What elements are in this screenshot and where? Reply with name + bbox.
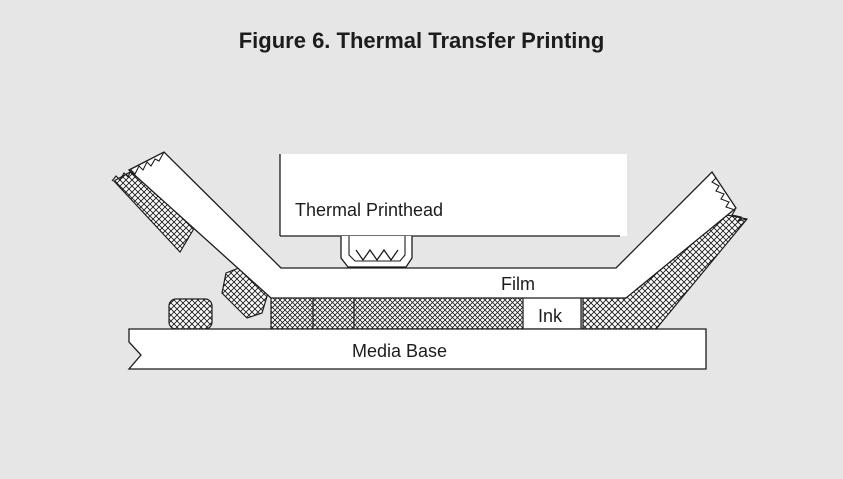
figure-title: Figure 6. Thermal Transfer Printing (238, 28, 605, 53)
printhead-label: Thermal Printhead (295, 200, 443, 220)
film-torn-edge-right (711, 171, 748, 222)
media-base-label: Media Base (352, 341, 447, 361)
ink-dot (168, 298, 213, 330)
heating-element-inner (348, 236, 406, 262)
media-base (127, 328, 707, 370)
heating-element (340, 236, 413, 268)
film-label: Film (501, 274, 535, 294)
thermal-printhead (280, 154, 627, 236)
resistor-zigzag-icon (355, 248, 399, 262)
ink-label: Ink (538, 306, 563, 326)
film-torn-edge-left (111, 151, 165, 182)
